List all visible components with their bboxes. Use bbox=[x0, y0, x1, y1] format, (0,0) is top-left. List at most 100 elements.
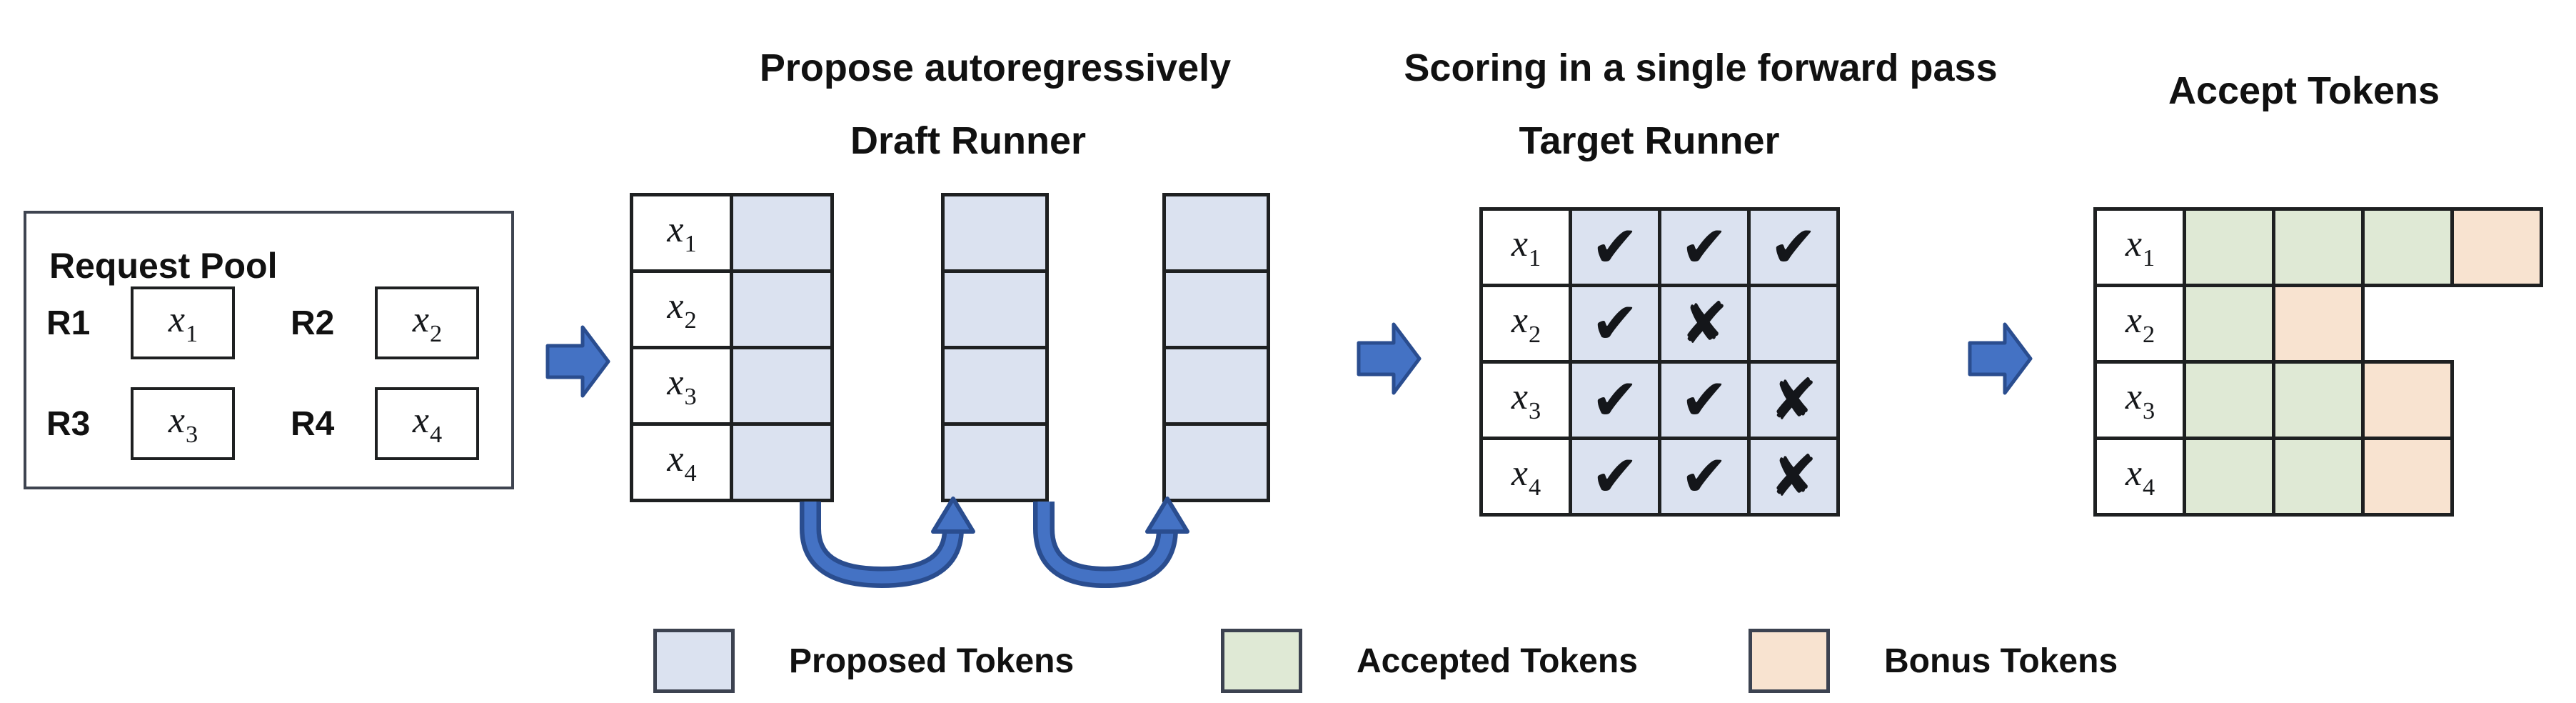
token-subscript: 1 bbox=[684, 229, 697, 257]
token-label: x3 bbox=[1511, 377, 1541, 423]
row-label: x4 bbox=[630, 422, 733, 502]
token-base: x bbox=[667, 439, 684, 480]
loop-arrow-1 bbox=[800, 497, 975, 589]
row-label: x1 bbox=[2093, 207, 2186, 287]
token-label: x1 bbox=[168, 299, 198, 347]
proposed-token-cell bbox=[941, 193, 1049, 273]
request-token-box: x1 bbox=[131, 286, 235, 359]
score-cell-none bbox=[1747, 284, 1840, 364]
check-mark-icon: ✔ bbox=[1680, 214, 1729, 280]
token-subscript: 2 bbox=[1528, 320, 1541, 348]
proposed-tokens-swatch bbox=[653, 629, 735, 693]
token-subscript: 3 bbox=[2142, 397, 2155, 424]
accepted-token-cell bbox=[2272, 437, 2365, 517]
token-label: x4 bbox=[412, 400, 443, 448]
token-label: x4 bbox=[2125, 453, 2155, 499]
legend-item-proposed: Proposed Tokens bbox=[653, 629, 1074, 693]
check-mark-icon: ✔ bbox=[1591, 367, 1639, 433]
request-token-box: x2 bbox=[375, 286, 479, 359]
legend-label-proposed: Proposed Tokens bbox=[789, 642, 1075, 680]
token-subscript: 4 bbox=[684, 459, 697, 487]
token-label: x3 bbox=[168, 400, 198, 448]
token-subscript: 3 bbox=[185, 420, 198, 448]
accepted-tokens-swatch bbox=[1221, 629, 1302, 693]
proposed-token-cell bbox=[1162, 346, 1270, 426]
token-subscript: 1 bbox=[185, 319, 198, 347]
token-base: x bbox=[2125, 224, 2142, 265]
token-label: x1 bbox=[1511, 224, 1541, 270]
row-label: x3 bbox=[630, 346, 733, 426]
target-scoring-grid: x1✔✔✔x2✔✘x3✔✔✘x4✔✔✘ bbox=[1479, 207, 1840, 517]
token-label: x1 bbox=[2125, 224, 2155, 270]
token-base: x bbox=[412, 299, 429, 341]
loop-arrow-2 bbox=[1033, 497, 1189, 589]
proposed-token-cell bbox=[1162, 193, 1270, 273]
token-subscript: 3 bbox=[684, 382, 697, 410]
score-cell-cross: ✘ bbox=[1747, 437, 1840, 517]
flow-arrow-pool-to-draft bbox=[545, 325, 610, 398]
proposed-token-cell bbox=[941, 346, 1049, 426]
token-subscript: 4 bbox=[429, 420, 443, 448]
score-cell-check: ✔ bbox=[1569, 437, 1661, 517]
token-subscript: 4 bbox=[1528, 473, 1541, 501]
token-subscript: 1 bbox=[2142, 244, 2155, 271]
bonus-token-cell bbox=[2450, 207, 2543, 287]
score-cell-check: ✔ bbox=[1747, 207, 1840, 287]
token-base: x bbox=[1511, 224, 1528, 265]
proposed-token-cell bbox=[730, 346, 834, 426]
token-subscript: 2 bbox=[429, 319, 443, 347]
token-label: x1 bbox=[667, 209, 696, 256]
cross-mark-icon: ✘ bbox=[1769, 367, 1818, 433]
token-label: x2 bbox=[2125, 300, 2155, 346]
token-base: x bbox=[168, 299, 185, 341]
cross-mark-icon: ✘ bbox=[1680, 290, 1729, 357]
token-subscript: 4 bbox=[2142, 473, 2155, 501]
request-id: R2 bbox=[291, 304, 335, 342]
proposed-token-cell bbox=[941, 269, 1049, 349]
bonus-token-cell bbox=[2272, 284, 2365, 364]
request-token-box: x4 bbox=[375, 387, 479, 460]
check-mark-icon: ✔ bbox=[1591, 214, 1639, 280]
bonus-token-cell bbox=[2361, 437, 2454, 517]
check-mark-icon: ✔ bbox=[1591, 443, 1639, 509]
score-cell-check: ✔ bbox=[1569, 207, 1661, 287]
row-label: x1 bbox=[1479, 207, 1572, 287]
bonus-tokens-swatch bbox=[1749, 629, 1830, 693]
autoregressive-loop-arrows bbox=[800, 497, 1189, 589]
token-label: x4 bbox=[667, 439, 696, 485]
score-cell-cross: ✘ bbox=[1658, 284, 1751, 364]
accepted-token-cell bbox=[2272, 360, 2365, 440]
draft-grid-step3 bbox=[1162, 193, 1270, 502]
score-cell-check: ✔ bbox=[1658, 207, 1751, 287]
token-base: x bbox=[1511, 453, 1528, 494]
proposed-token-cell bbox=[730, 193, 834, 273]
token-base: x bbox=[412, 400, 429, 442]
check-mark-icon: ✔ bbox=[1680, 443, 1729, 509]
score-cell-cross: ✘ bbox=[1747, 360, 1840, 440]
draft-grid-step2 bbox=[941, 193, 1049, 502]
check-mark-icon: ✔ bbox=[1591, 290, 1639, 357]
accepted-token-cell bbox=[2183, 284, 2275, 364]
row-label: x1 bbox=[630, 193, 733, 273]
proposed-token-cell bbox=[730, 422, 834, 502]
token-base: x bbox=[2125, 453, 2142, 494]
proposed-token-cell bbox=[1162, 269, 1270, 349]
token-base: x bbox=[667, 362, 684, 404]
token-label: x2 bbox=[412, 299, 443, 347]
accepted-token-cell bbox=[2183, 437, 2275, 517]
token-label: x2 bbox=[1511, 300, 1541, 346]
proposed-token-cell bbox=[1162, 422, 1270, 502]
bonus-token-cell bbox=[2361, 360, 2454, 440]
flow-arrow-target-to-accept bbox=[1968, 322, 2033, 395]
token-subscript: 2 bbox=[684, 306, 697, 334]
row-label: x2 bbox=[630, 269, 733, 349]
token-label: x4 bbox=[1511, 453, 1541, 499]
score-cell-check: ✔ bbox=[1569, 284, 1661, 364]
score-cell-check: ✔ bbox=[1658, 437, 1751, 517]
proposed-token-cell bbox=[730, 269, 834, 349]
token-base: x bbox=[168, 400, 185, 442]
